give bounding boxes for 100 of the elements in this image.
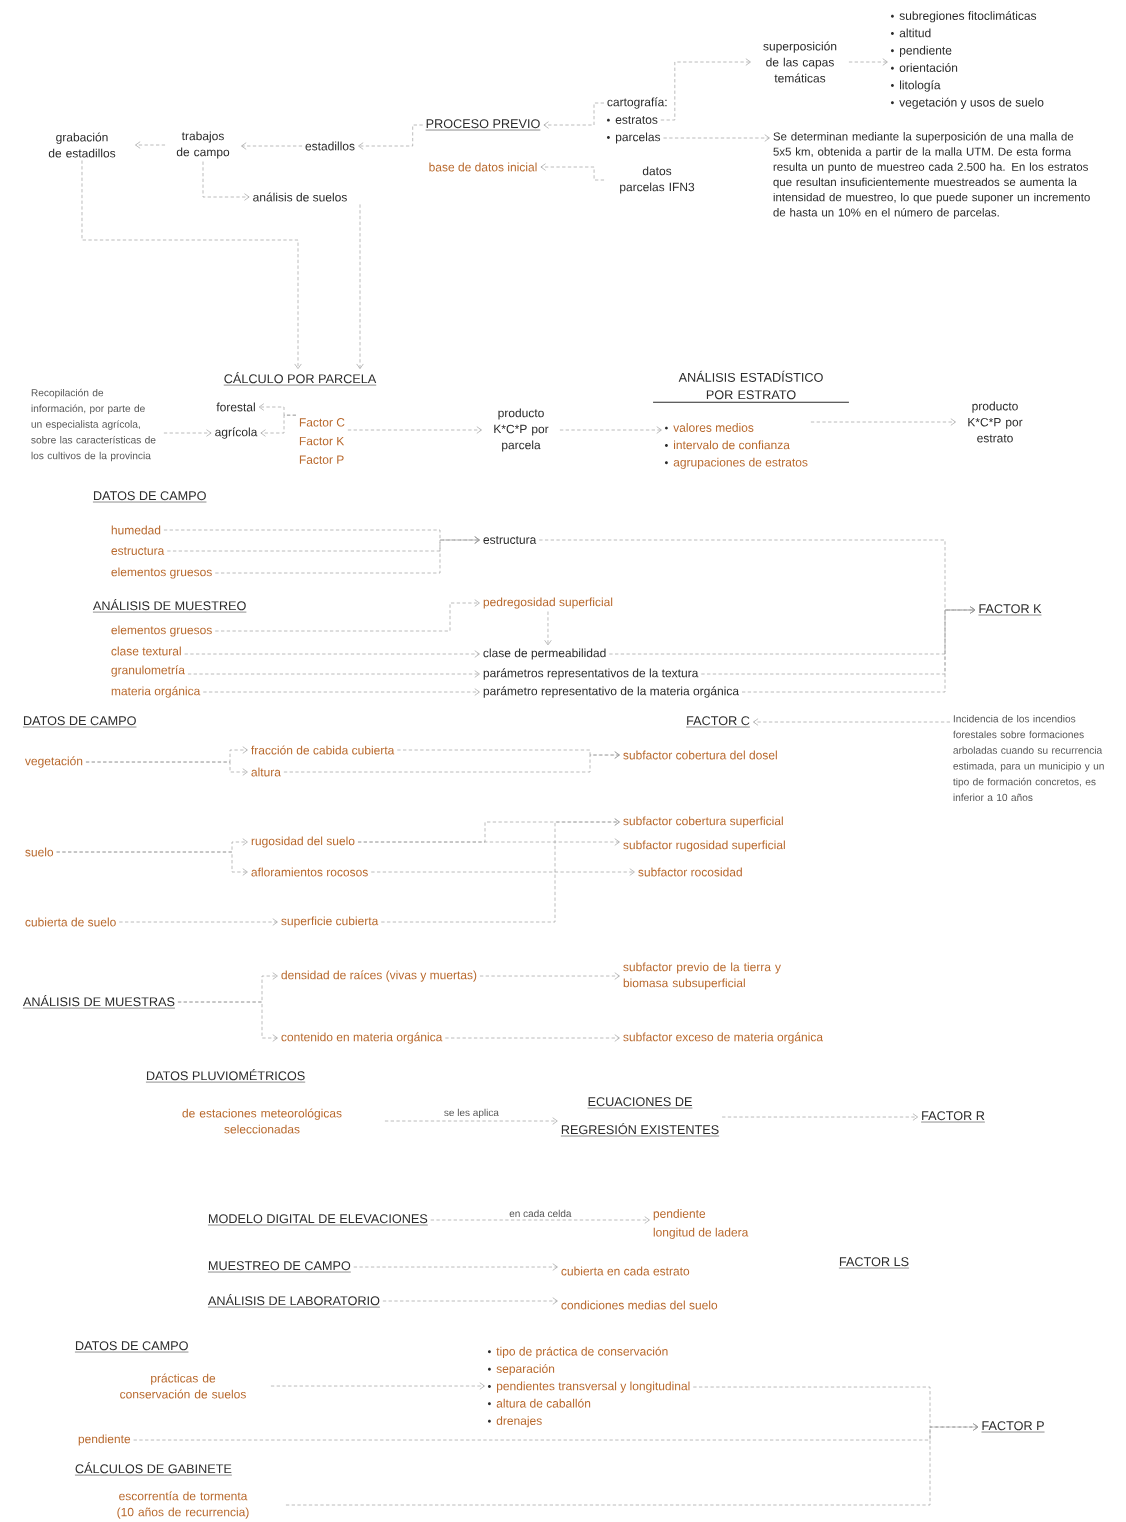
- dashed-arrow: [396, 749, 620, 759]
- dashed-arrow: [753, 718, 951, 726]
- label-text: condiciones medias del suelo: [561, 1300, 718, 1310]
- label-text: subfactor exceso de materia orgánica: [623, 1032, 823, 1044]
- label-text: subfactor previo de la tierra y biomasa subsuperficial: [623, 962, 781, 990]
- label-text: suelo: [25, 847, 54, 857]
- section-heading: DATOS PLUVIOMÉTRICOS: [145, 1069, 306, 1083]
- label-text: análisis de suelos: [253, 192, 347, 202]
- section-heading: ANÁLISIS DE LABORATORIO: [207, 1294, 381, 1308]
- label-text: pedregosidad superficial: [483, 597, 613, 609]
- label-text: pendiente: [78, 1434, 131, 1446]
- dashed-arrow: [184, 650, 480, 658]
- dashed-arrow: [559, 426, 662, 434]
- dashed-arrow: [663, 134, 770, 142]
- dashed-arrow: [810, 418, 956, 426]
- section-heading: FACTOR C: [685, 716, 751, 728]
- label-text: trabajos de campo: [176, 131, 230, 159]
- dashed-arrow: [741, 606, 976, 693]
- label-text: Factor C Factor K Factor P: [299, 418, 345, 464]
- dashed-arrow: [283, 751, 620, 773]
- dashed-arrow: [214, 536, 480, 574]
- label-text: parámetros representativos de la textura: [483, 668, 699, 680]
- dashed-arrow: [721, 1113, 918, 1121]
- node-label: orientación: [899, 63, 958, 72]
- section-heading: DATOS DE CAMPO: [22, 716, 137, 728]
- label-text: cubierta de suelo: [25, 917, 116, 927]
- label-text: elementos gruesos: [111, 567, 212, 579]
- node-label: intervalo de confianza: [674, 440, 790, 450]
- dashed-arrow: [135, 141, 166, 149]
- node-label: valores medios: [673, 423, 754, 432]
- section-heading: ANÁLISIS ESTADÍSTICO POR ESTRATO: [652, 370, 850, 403]
- label-text: pendiente longitud de ladera: [653, 1209, 749, 1239]
- node-label: parcelas: [615, 132, 661, 144]
- dashed-arrow: [81, 160, 302, 369]
- dashed-arrow: [353, 1263, 558, 1271]
- label-text: de estaciones meteorológicas seleccionadas: [182, 1108, 342, 1134]
- label-text: grabación de estadillos: [48, 132, 116, 158]
- bullet-list: parcelas: [606, 132, 661, 144]
- node-label: estratos: [615, 116, 658, 124]
- section-heading: FACTOR K: [978, 604, 1042, 616]
- dashed-arrow: [358, 124, 424, 150]
- label-text: estadillos: [305, 141, 355, 151]
- label-text: parámetro representativo de la materia orgánica: [483, 686, 739, 698]
- dashed-arrow: [270, 1382, 485, 1390]
- label-text: subfactor cobertura superficial: [623, 816, 783, 828]
- label-text: forestal: [216, 402, 255, 412]
- section-heading: MODELO DIGITAL DE ELEVACIONES: [207, 1214, 429, 1226]
- label-text: cartografía:: [607, 97, 667, 109]
- dashed-arrow: [444, 1034, 620, 1042]
- node-label: subregiones fitoclimáticas: [899, 11, 1037, 23]
- bullet-list: subregiones fitoclimáticas altitud pendiente orientación litología vegetación y usos de suelo: [890, 11, 1044, 109]
- section-heading: CÁLCULOS DE GABINETE: [74, 1462, 233, 1476]
- note-text: Incidencia de los incendios forestales sobre formaciones arboladas cuando su recurrencia estimada, para un municipio y un tipo de formación concretos, es inferior a 10 años: [953, 714, 1104, 802]
- dashed-arrow: [202, 688, 480, 696]
- dashed-arrow: [479, 972, 620, 980]
- dashed-arrow: [356, 204, 364, 369]
- section-heading: DATOS DE CAMPO: [92, 491, 207, 503]
- label-text: subfactor cobertura del dosel: [623, 750, 777, 760]
- label-text: fracción de cabida cubierta: [251, 745, 395, 755]
- dashed-arrow: [700, 606, 976, 675]
- label-text: estructura: [483, 536, 537, 544]
- node-label: drenajes: [496, 1416, 542, 1428]
- label-text: producto K*C*P por estrato: [968, 401, 1023, 443]
- node-label: litología: [900, 80, 941, 92]
- dashed-arrow: [285, 1423, 979, 1506]
- dashed-arrow: [347, 426, 482, 434]
- node-label: altitud: [899, 28, 931, 38]
- label-text: cubierta en cada estrato: [561, 1266, 690, 1276]
- label-text: base de datos inicial: [429, 162, 537, 172]
- section-heading: DATOS DE CAMPO: [74, 1341, 189, 1353]
- node-label: pendiente: [899, 45, 952, 58]
- dashed-arrow: [177, 1001, 278, 1042]
- label-text: datos parcelas IFN3: [620, 166, 695, 194]
- label-text: materia orgánica: [111, 686, 201, 698]
- label-text: clase textural: [111, 646, 181, 656]
- section-heading: MUESTREO DE CAMPO: [207, 1261, 352, 1273]
- label-text: prácticas de conservación de suelos: [120, 1373, 246, 1399]
- bullet-list: tipo de práctica de conservación separación pendientes transversal y longitudinal altura de caballón drenajes: [487, 1346, 690, 1428]
- edge-label: se les aplica: [442, 1107, 501, 1120]
- edge-label: en cada celda: [507, 1208, 573, 1219]
- bullet-list: valores medios intervalo de confianza agrupaciones de estratos: [664, 423, 808, 469]
- dashed-arrow: [357, 838, 620, 846]
- dashed-arrow: [382, 1297, 558, 1305]
- label-text: clase de permeabilidad: [483, 648, 606, 660]
- label-text: vegetación: [24, 756, 83, 768]
- label-text: producto K*C*P por parcela: [494, 408, 549, 452]
- dashed-arrow: [540, 163, 605, 181]
- dashed-arrow: [380, 818, 620, 923]
- node-label: altura de caballón: [496, 1398, 591, 1408]
- dashed-arrow: [214, 599, 480, 632]
- dashed-arrow: [543, 102, 605, 129]
- section-heading: PROCESO PREVIO: [425, 119, 541, 131]
- label-text: superposición de las capas temáticas: [763, 41, 837, 83]
- node-label: pendientes transversal y longitudinal: [496, 1381, 690, 1393]
- label-text: subfactor rocosidad: [638, 867, 742, 877]
- node-label: tipo de práctica de conservación: [496, 1346, 668, 1359]
- label-text: humedad: [111, 525, 161, 535]
- dashed-arrow: [163, 429, 212, 437]
- label-text: agrícola: [215, 427, 258, 439]
- label-text: contenido en materia orgánica: [281, 1032, 443, 1044]
